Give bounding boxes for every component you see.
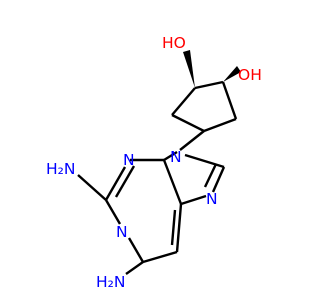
atom-label-n1: N bbox=[116, 223, 128, 241]
atom-label-ho: HO bbox=[162, 34, 186, 52]
atom-label-n3: N bbox=[123, 151, 135, 169]
bond-c2-nh2 bbox=[77, 174, 107, 201]
cyclopentane-ring bbox=[171, 80, 238, 133]
wedge-bond-ho bbox=[183, 50, 195, 88]
atom-label-oh: OH bbox=[238, 66, 262, 84]
bond-c6-nh2 bbox=[125, 261, 144, 275]
molecule-diagram: HO OH N N N N H₂N H₂N bbox=[46, 34, 262, 291]
bond-c-n9 bbox=[179, 130, 205, 151]
wedge-bond-oh bbox=[223, 66, 241, 82]
atom-label-nh2-c2: H₂N bbox=[46, 160, 75, 178]
atom-label-n9: N bbox=[170, 148, 182, 166]
imidazole-ring bbox=[163, 150, 226, 206]
pyrimidine-ring bbox=[104, 158, 183, 264]
atom-label-n7: N bbox=[206, 190, 218, 208]
structure-drawing: HO OH N N N N H₂N H₂N bbox=[46, 34, 262, 291]
atom-label-nh2-c6: H₂N bbox=[96, 273, 125, 291]
